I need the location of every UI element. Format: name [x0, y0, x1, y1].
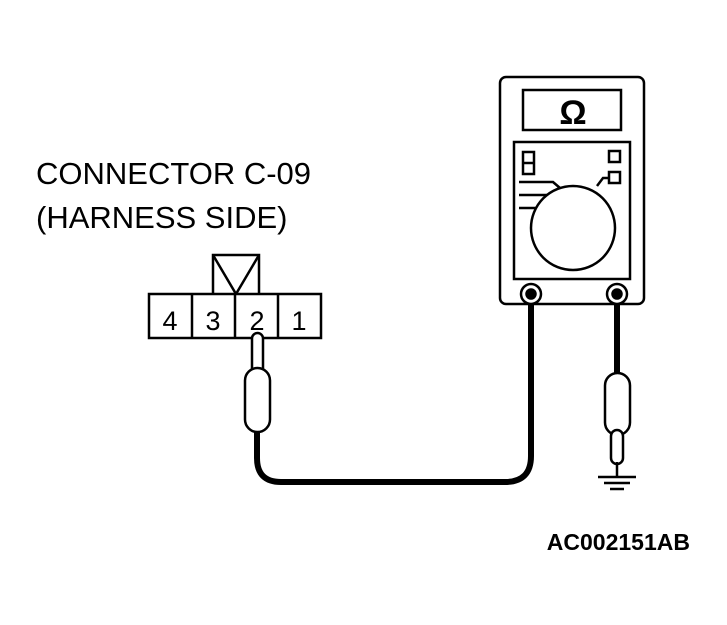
- connector-pin-labels: 4 3 2 1: [162, 306, 306, 336]
- range-indicator-right-2: [607, 170, 622, 185]
- ohm-terminal: [605, 282, 629, 306]
- pin-label-4: 4: [162, 306, 177, 336]
- figure-code: AC002151AB: [547, 529, 690, 555]
- ground-probe-tip: [609, 428, 625, 466]
- pin-label-2: 2: [249, 306, 264, 336]
- probe-connector-side: [243, 331, 272, 434]
- probe-ground-side: [603, 371, 632, 466]
- multimeter-display: [521, 88, 623, 132]
- probe-handle: [243, 366, 272, 434]
- connector-lock-tab: [211, 253, 261, 297]
- pin-label-1: 1: [291, 306, 306, 336]
- multimeter: [498, 75, 646, 306]
- connector-title-line2: (HARNESS SIDE): [36, 200, 287, 235]
- selector-dial: [529, 184, 617, 272]
- com-terminal: [519, 282, 543, 306]
- connector-c09: [147, 253, 323, 340]
- ground-icon: [598, 462, 636, 491]
- test-lead-wire: [254, 296, 534, 485]
- range-indicator-right-1: [607, 149, 622, 164]
- ground-probe-handle: [603, 371, 632, 437]
- connector-title-line1: CONNECTOR C-09: [36, 156, 311, 191]
- ohm-symbol: Ω: [559, 94, 586, 132]
- pin-label-3: 3: [205, 306, 220, 336]
